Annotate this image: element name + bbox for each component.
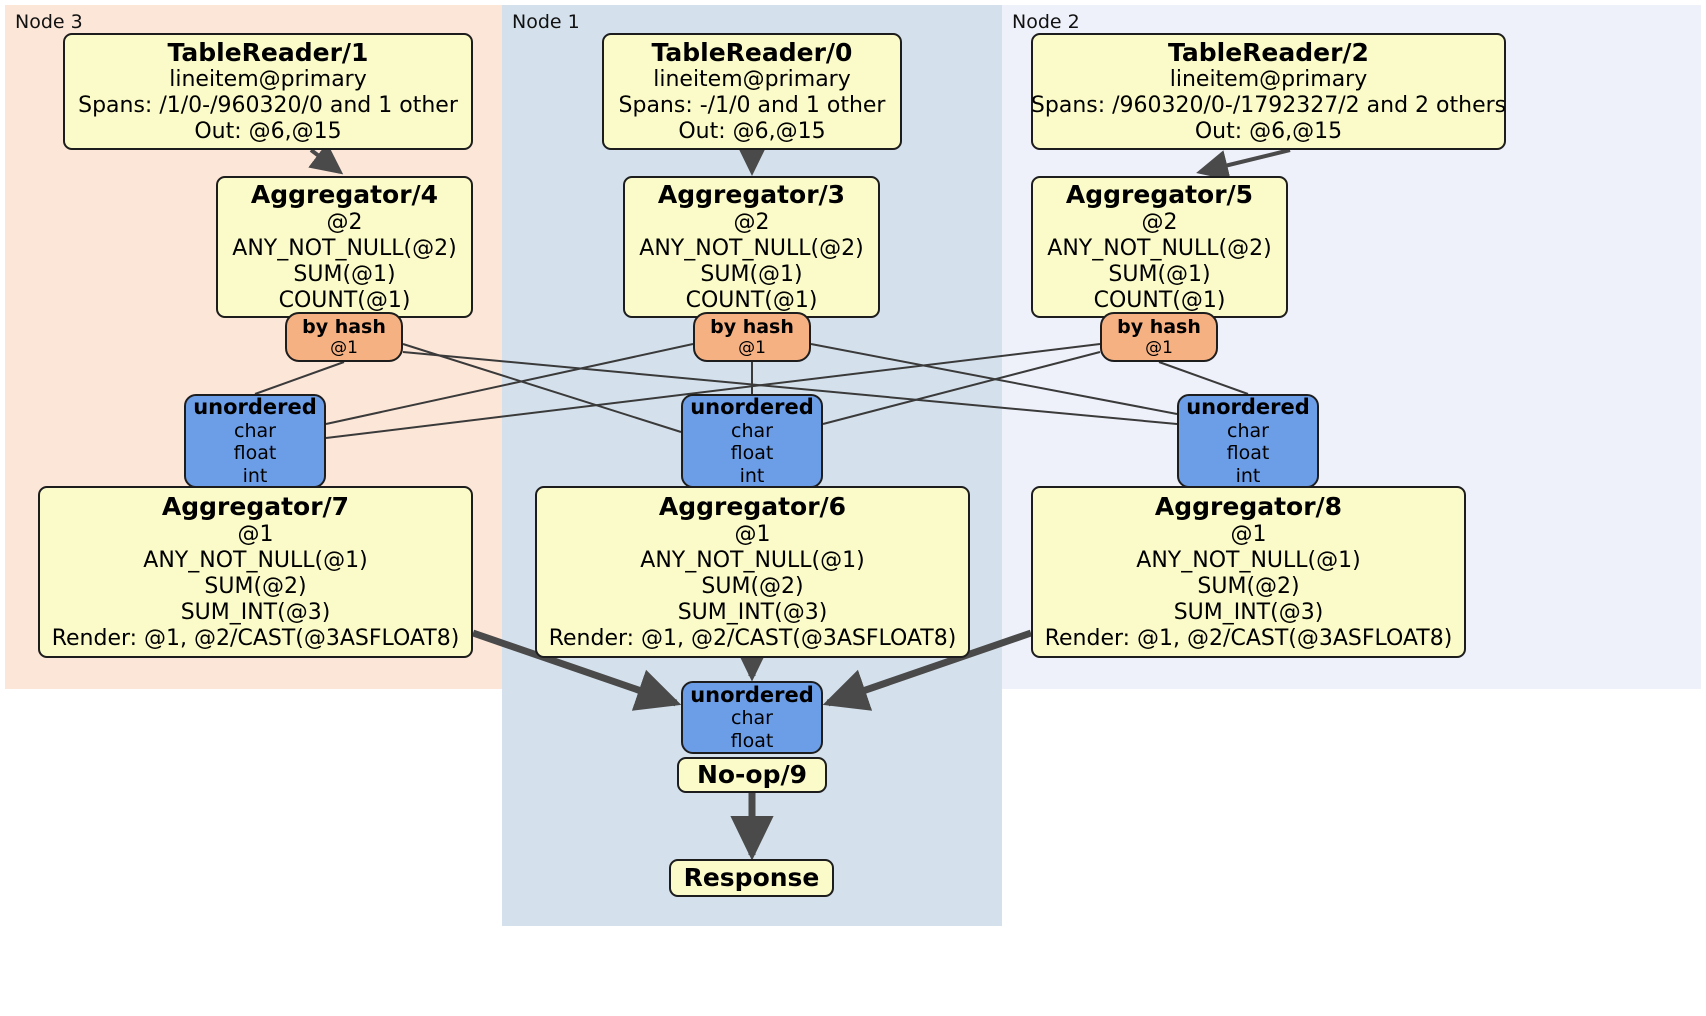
panel-node2-label: Node 2	[1012, 11, 1080, 33]
box-line: @2	[326, 209, 363, 235]
box-line: char	[731, 419, 773, 442]
panel-node1-label: Node 1	[512, 11, 580, 33]
box-line: float	[233, 442, 277, 465]
box-aggregator-3[interactable]: Aggregator/3 @2 ANY_NOT_NULL(@2) SUM(@1)…	[623, 176, 880, 318]
box-line: Spans: -/1/0 and 1 other	[618, 93, 886, 119]
box-line: Out: @6,@15	[194, 119, 342, 145]
box-line: @1	[738, 338, 766, 359]
panel-node3-label: Node 3	[15, 11, 83, 33]
box-line: char	[234, 419, 276, 442]
box-title: Response	[683, 863, 820, 893]
box-line: Out: @6,@15	[678, 119, 826, 145]
box-line: int	[242, 464, 268, 487]
box-line: SUM(@1)	[1108, 261, 1211, 287]
box-title: Aggregator/3	[657, 180, 846, 210]
box-line: SUM_INT(@3)	[677, 599, 828, 625]
box-tablereader-0[interactable]: TableReader/0 lineitem@primary Spans: -/…	[602, 33, 902, 150]
box-title: Aggregator/4	[250, 180, 439, 210]
box-line: @1	[734, 521, 771, 547]
box-title: TableReader/1	[167, 37, 369, 67]
box-unordered-6[interactable]: unordered char float int	[681, 394, 823, 488]
box-aggregator-6[interactable]: Aggregator/6 @1 ANY_NOT_NULL(@1) SUM(@2)…	[535, 486, 970, 658]
box-line: ANY_NOT_NULL(@2)	[1047, 235, 1272, 261]
box-line: SUM(@2)	[1197, 573, 1300, 599]
box-line: SUM(@2)	[204, 573, 307, 599]
box-line: lineitem@primary	[1169, 67, 1368, 93]
box-line: float	[730, 729, 774, 752]
box-line: COUNT(@1)	[1093, 287, 1226, 313]
box-tablereader-2[interactable]: TableReader/2 lineitem@primary Spans: /9…	[1031, 33, 1506, 150]
box-line: float	[730, 442, 774, 465]
box-byhash-3[interactable]: by hash @1	[693, 312, 811, 362]
box-line: ANY_NOT_NULL(@1)	[640, 547, 865, 573]
box-line: Spans: /960320/0-/1792327/2 and 2 others	[1030, 93, 1507, 119]
box-line: ANY_NOT_NULL(@1)	[143, 547, 368, 573]
box-aggregator-7[interactable]: Aggregator/7 @1 ANY_NOT_NULL(@1) SUM(@2)…	[38, 486, 473, 658]
box-title: by hash	[302, 315, 386, 338]
box-unordered-8[interactable]: unordered char float int	[1177, 394, 1319, 488]
box-line: int	[739, 464, 765, 487]
box-title: unordered	[690, 682, 814, 707]
box-line: ANY_NOT_NULL(@1)	[1136, 547, 1361, 573]
box-line: SUM_INT(@3)	[1173, 599, 1324, 625]
box-line: int	[1235, 464, 1261, 487]
box-title: Aggregator/8	[1154, 492, 1343, 522]
box-line: char	[1227, 419, 1269, 442]
box-unordered-7[interactable]: unordered char float int	[184, 394, 326, 488]
box-aggregator-4[interactable]: Aggregator/4 @2 ANY_NOT_NULL(@2) SUM(@1)…	[216, 176, 473, 318]
box-byhash-4[interactable]: by hash @1	[285, 312, 403, 362]
box-tablereader-1[interactable]: TableReader/1 lineitem@primary Spans: /1…	[63, 33, 473, 150]
box-byhash-5[interactable]: by hash @1	[1100, 312, 1218, 362]
box-line: ANY_NOT_NULL(@2)	[639, 235, 864, 261]
box-title: Aggregator/6	[658, 492, 847, 522]
box-title: Aggregator/7	[161, 492, 350, 522]
box-line: Render: @1, @2/CAST(@3ASFLOAT8)	[548, 625, 957, 651]
box-line: lineitem@primary	[169, 67, 367, 93]
box-line: COUNT(@1)	[685, 287, 818, 313]
box-line: char	[731, 707, 773, 730]
box-line: @1	[1145, 338, 1173, 359]
box-title: by hash	[710, 315, 794, 338]
box-line: Out: @6,@15	[1194, 119, 1343, 145]
box-line: Render: @1, @2/CAST(@3ASFLOAT8)	[1044, 625, 1453, 651]
box-line: @2	[1141, 209, 1178, 235]
box-line: COUNT(@1)	[278, 287, 411, 313]
box-aggregator-5[interactable]: Aggregator/5 @2 ANY_NOT_NULL(@2) SUM(@1)…	[1031, 176, 1288, 318]
box-title: unordered	[690, 395, 814, 420]
box-title: Aggregator/5	[1065, 180, 1254, 210]
box-line: SUM(@2)	[701, 573, 804, 599]
box-title: by hash	[1117, 315, 1201, 338]
box-title: unordered	[1186, 395, 1310, 420]
box-line: @1	[330, 338, 358, 359]
box-response[interactable]: Response	[669, 859, 834, 897]
box-line: ANY_NOT_NULL(@2)	[232, 235, 457, 261]
box-line: @2	[733, 209, 770, 235]
box-noop-9[interactable]: No-op/9	[677, 757, 827, 793]
box-title: unordered	[193, 395, 317, 420]
box-line: @1	[237, 521, 274, 547]
box-title: TableReader/0	[651, 37, 853, 67]
box-line: lineitem@primary	[653, 67, 851, 93]
box-line: SUM_INT(@3)	[180, 599, 331, 625]
box-line: Spans: /1/0-/960320/0 and 1 other	[78, 93, 458, 119]
box-line: SUM(@1)	[293, 261, 396, 287]
box-line: SUM(@1)	[700, 261, 803, 287]
box-line: float	[1226, 442, 1270, 465]
box-line: Render: @1, @2/CAST(@3ASFLOAT8)	[51, 625, 460, 651]
box-title: TableReader/2	[1168, 37, 1369, 67]
box-line: @1	[1230, 521, 1267, 547]
box-unordered-final[interactable]: unordered char float	[681, 681, 823, 754]
box-title: No-op/9	[696, 760, 808, 790]
box-aggregator-8[interactable]: Aggregator/8 @1 ANY_NOT_NULL(@1) SUM(@2)…	[1031, 486, 1466, 658]
